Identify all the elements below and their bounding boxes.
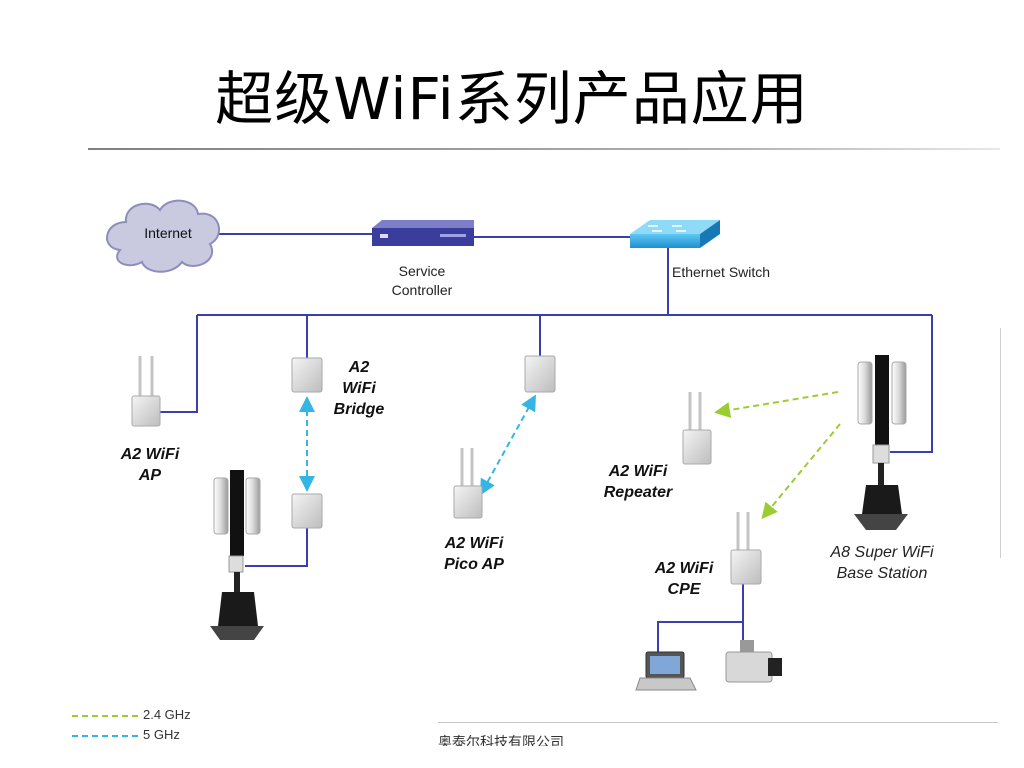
pico-ap-label-line2: Pico AP xyxy=(444,556,504,573)
ethernet-wiring xyxy=(160,233,933,652)
cpe-label: A2 WiFi CPE xyxy=(636,558,732,600)
service-controller-label-line2: Controller xyxy=(391,282,453,298)
footer-divider xyxy=(438,722,998,723)
laptop-icon xyxy=(635,651,697,691)
pico-ap-device-icon xyxy=(453,448,483,519)
legend-line-5ghz xyxy=(72,735,138,737)
cpe-label-line1: A2 WiFi xyxy=(654,560,714,577)
tower-station-icon xyxy=(210,470,264,640)
wifi-ap-device-icon xyxy=(131,356,161,427)
slide-title: 超级WiFi系列产品应用 xyxy=(215,65,809,133)
bridge-label-line2: WiFi xyxy=(342,380,376,397)
cpe-label-line2: CPE xyxy=(667,581,701,598)
ap-label-line2: AP xyxy=(138,467,162,484)
pico-ap-label: A2 WiFi Pico AP xyxy=(424,533,524,575)
repeater-label-line1: A2 WiFi xyxy=(608,463,668,480)
bridge-label-line3: Bridge xyxy=(333,401,385,418)
wifi-bridge-top-icon xyxy=(291,357,323,393)
legend-label-5ghz: 5 GHz xyxy=(143,727,180,742)
bridge-label: A2 WiFi Bridge xyxy=(318,357,400,420)
legend-line-24ghz xyxy=(72,715,138,717)
internet-label: Internet xyxy=(144,225,192,241)
base-station-label-line2: Base Station xyxy=(836,565,928,582)
wifi-repeater-device-icon xyxy=(682,392,712,465)
base-station-tower-icon xyxy=(854,355,908,530)
base-station-label-line1: A8 Super WiFi xyxy=(830,544,934,561)
service-controller-icon xyxy=(372,220,474,246)
repeater-label: A2 WiFi Repeater xyxy=(588,461,688,503)
service-controller-label-line1: Service xyxy=(398,263,446,279)
ap-label: A2 WiFi AP xyxy=(102,444,198,486)
company-footer: 奥泰尔科技有限公司 xyxy=(438,735,564,746)
wireless-links-5ghz xyxy=(299,394,536,496)
wireless-links-24ghz xyxy=(714,391,841,520)
security-camera-icon xyxy=(725,640,782,683)
wifi-cpe-device-icon xyxy=(730,512,762,585)
wifi-bridge-bottom-icon xyxy=(291,493,323,529)
title-divider xyxy=(88,148,1000,150)
pico-ap-top-icon xyxy=(524,355,556,393)
ethernet-switch-icon xyxy=(630,220,720,248)
side-divider xyxy=(1000,328,1001,558)
repeater-label-line2: Repeater xyxy=(603,484,673,501)
ethernet-switch-label: Ethernet Switch xyxy=(672,264,771,280)
base-station-label: A8 Super WiFi Base Station xyxy=(812,542,952,584)
ap-label-line1: A2 WiFi xyxy=(120,446,180,463)
bridge-label-line1: A2 xyxy=(348,359,370,376)
internet-cloud-icon xyxy=(106,199,220,273)
pico-ap-label-line1: A2 WiFi xyxy=(444,535,504,552)
service-controller-label: Service Controller xyxy=(370,262,474,300)
legend-label-24ghz: 2.4 GHz xyxy=(143,707,191,722)
